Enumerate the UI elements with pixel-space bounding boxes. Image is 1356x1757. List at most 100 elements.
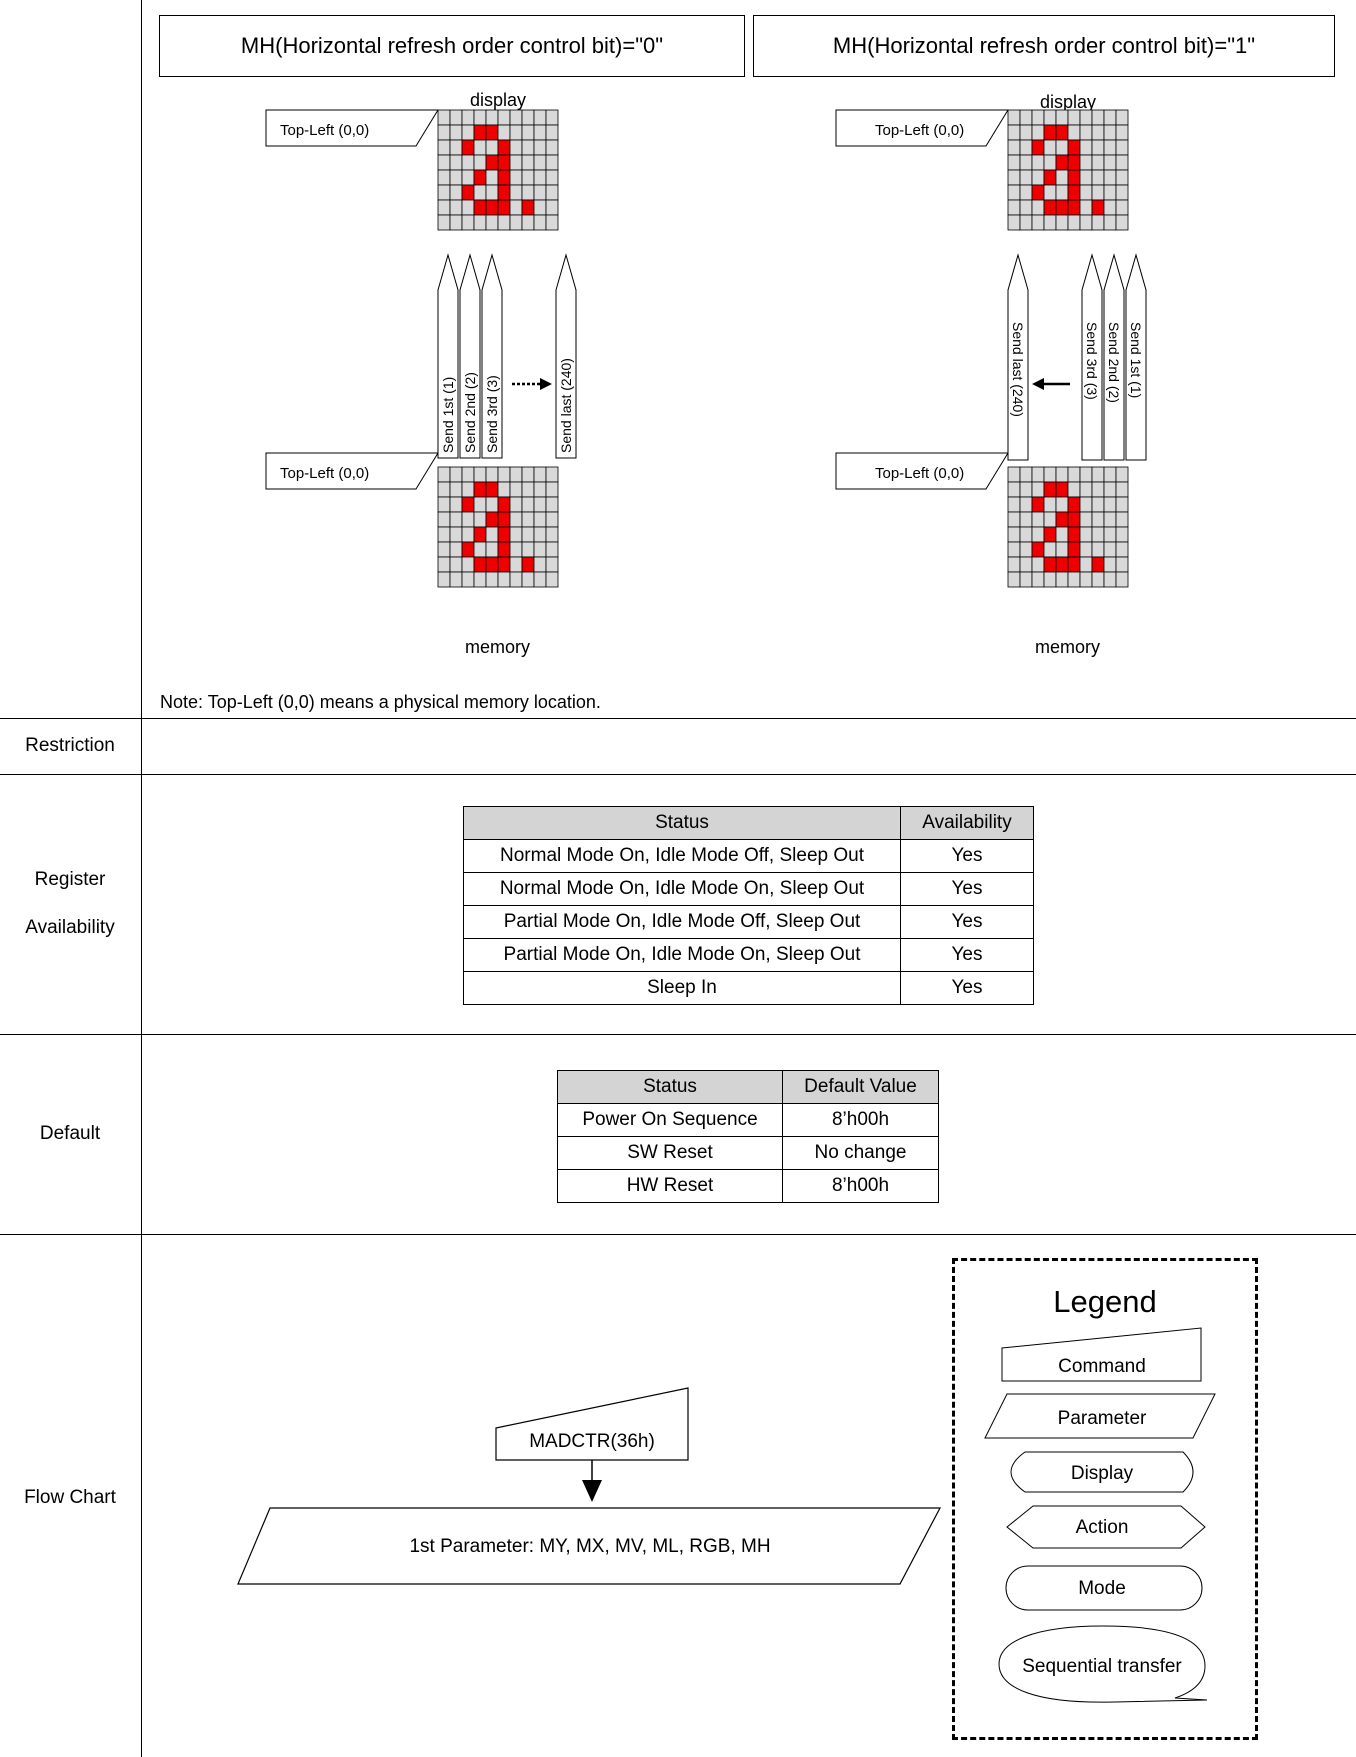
pixel-off xyxy=(497,571,511,588)
pixel-on xyxy=(1031,541,1045,558)
left-display-label: display xyxy=(470,90,527,110)
pixel-off xyxy=(545,139,559,156)
pixel-on xyxy=(1067,199,1081,216)
row-divider xyxy=(0,1034,1356,1035)
pixel-off xyxy=(1115,571,1129,588)
left-memory-label: memory xyxy=(465,637,531,657)
pixel-off xyxy=(1019,556,1033,573)
row-label-restriction: Restriction xyxy=(25,735,115,756)
pixel-off xyxy=(1091,511,1105,528)
pixel-off xyxy=(437,466,451,483)
pixel-off xyxy=(545,541,559,558)
pixel-off xyxy=(533,169,547,186)
pixel-off xyxy=(1079,169,1093,186)
pixel-off xyxy=(521,466,535,483)
availability-cell: Yes xyxy=(900,938,1034,972)
pixel-off xyxy=(461,526,475,543)
pixel-off xyxy=(509,184,523,201)
pixel-off xyxy=(461,124,475,141)
pixel-off xyxy=(1103,556,1117,573)
pixel-on xyxy=(473,199,487,216)
pixel-off xyxy=(1091,139,1105,156)
pixel-on xyxy=(1067,526,1081,543)
pixel-off xyxy=(1067,481,1081,498)
pixel-off xyxy=(521,214,535,231)
row-label-register: Register xyxy=(34,869,106,890)
pixel-off xyxy=(533,541,547,558)
left-topleft-callout-display: Top-Left (0,0) xyxy=(265,109,439,147)
pixel-off xyxy=(1115,169,1129,186)
pixel-off xyxy=(509,571,523,588)
pixel-off xyxy=(1079,466,1093,483)
right-send-1: Send 1st (1) xyxy=(1128,322,1144,398)
command-shape xyxy=(495,1387,689,1461)
pixel-off xyxy=(473,139,487,156)
pixel-off xyxy=(485,184,499,201)
pixel-off xyxy=(1043,154,1057,171)
pixel-off xyxy=(1079,199,1093,216)
default-header-status: Status xyxy=(557,1070,783,1104)
pixel-off xyxy=(1007,481,1021,498)
pixel-off xyxy=(1115,541,1129,558)
left-send-1: Send 1st (1) xyxy=(440,377,456,453)
right-send-3: Send 3rd (3) xyxy=(1084,322,1100,400)
pixel-off xyxy=(545,214,559,231)
pixel-off xyxy=(1079,571,1093,588)
pixel-off xyxy=(1031,571,1045,588)
pixel-off xyxy=(1067,571,1081,588)
pixel-off xyxy=(509,496,523,513)
pixel-off xyxy=(509,556,523,573)
pixel-off xyxy=(449,511,463,528)
pixel-off xyxy=(521,511,535,528)
pixel-off xyxy=(1019,184,1033,201)
pixel-off xyxy=(1103,124,1117,141)
pixel-off xyxy=(473,496,487,513)
pixel-on xyxy=(1031,139,1045,156)
pixel-on xyxy=(497,139,511,156)
pixel-off xyxy=(1031,169,1045,186)
pixel-off xyxy=(1103,571,1117,588)
pixel-off xyxy=(1091,526,1105,543)
pixel-off xyxy=(1103,184,1117,201)
pixel-off xyxy=(1019,481,1033,498)
svg-text:Top-Left (0,0): Top-Left (0,0) xyxy=(280,465,369,482)
pixel-on xyxy=(1091,199,1105,216)
pixel-off xyxy=(1091,214,1105,231)
pixel-off xyxy=(521,541,535,558)
pixel-off xyxy=(485,169,499,186)
pixel-on xyxy=(1055,199,1069,216)
legend-display-shape xyxy=(1010,1451,1194,1493)
value-cell: 8’h00h xyxy=(782,1169,939,1203)
left-topleft-callout-memory: Top-Left (0,0) xyxy=(265,452,439,490)
pixel-off xyxy=(1103,466,1117,483)
pixel-off xyxy=(545,481,559,498)
pixel-off xyxy=(1091,184,1105,201)
pixel-off xyxy=(533,571,547,588)
pixel-off xyxy=(1103,526,1117,543)
pixel-off xyxy=(1055,541,1069,558)
pixel-off xyxy=(1043,571,1057,588)
status-cell: Power On Sequence xyxy=(557,1103,783,1137)
pixel-off xyxy=(533,154,547,171)
pixel-off xyxy=(437,496,451,513)
pixel-on xyxy=(497,556,511,573)
pixel-on xyxy=(1067,496,1081,513)
pixel-off xyxy=(437,481,451,498)
legend-action-shape xyxy=(1006,1505,1206,1549)
pixel-off xyxy=(497,124,511,141)
pixel-off xyxy=(449,571,463,588)
pixel-on xyxy=(473,556,487,573)
pixel-off xyxy=(1055,214,1069,231)
svg-text:Top-Left (0,0): Top-Left (0,0) xyxy=(875,122,964,139)
pixel-off xyxy=(1007,496,1021,513)
availability-cell: Yes xyxy=(900,905,1034,939)
pixel-off xyxy=(449,526,463,543)
pixel-off xyxy=(1067,124,1081,141)
availability-cell: Yes xyxy=(900,872,1034,906)
legend-command-shape xyxy=(1001,1327,1202,1382)
pixel-off xyxy=(1019,109,1033,126)
pixel-on xyxy=(473,481,487,498)
pixel-off xyxy=(533,199,547,216)
pixel-off xyxy=(461,511,475,528)
